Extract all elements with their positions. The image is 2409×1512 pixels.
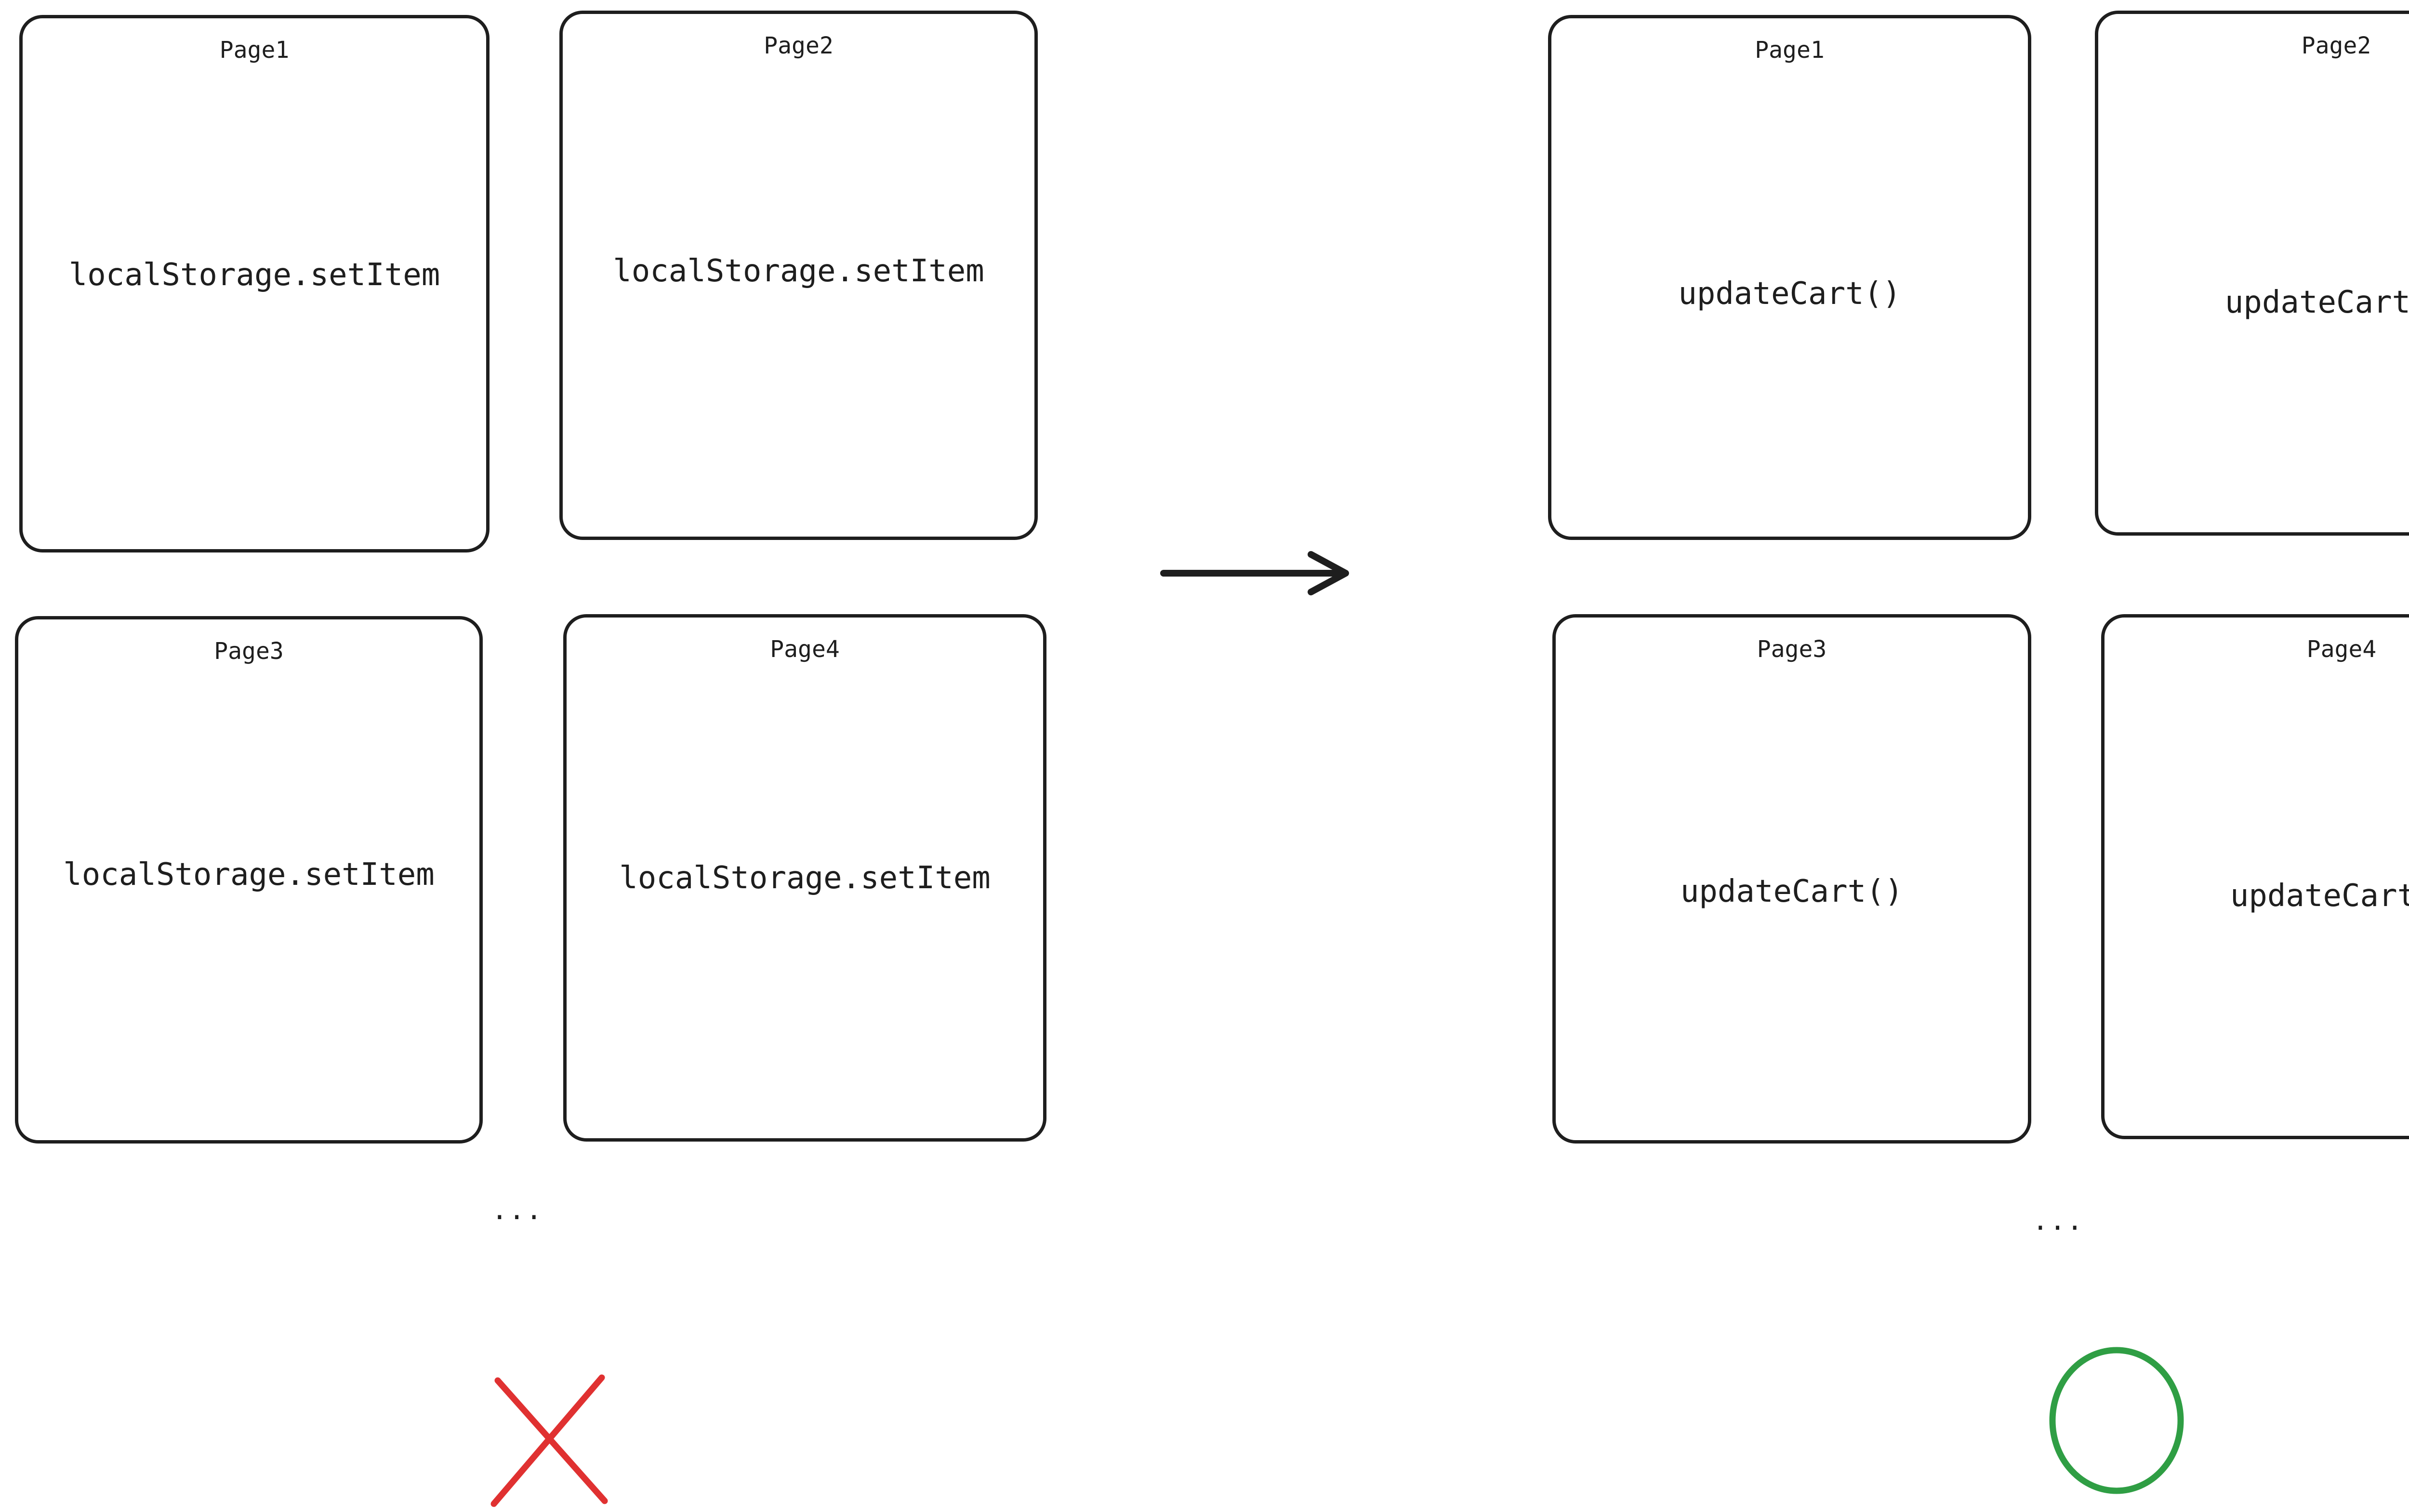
page-title: Page4 bbox=[770, 636, 840, 663]
page-card-left-2: Page2 localStorage.setItem bbox=[559, 11, 1038, 540]
page-title: Page2 bbox=[2301, 32, 2371, 59]
page-card-right-1: Page1 updateCart() bbox=[1548, 15, 2031, 540]
page-card-left-4: Page4 localStorage.setItem bbox=[563, 614, 1046, 1142]
page-title: Page4 bbox=[2306, 636, 2377, 663]
page-code: updateCart() bbox=[2230, 878, 2409, 914]
page-title: Page3 bbox=[1757, 636, 1827, 663]
page-card-right-4: Page4 updateCart() bbox=[2101, 614, 2409, 1139]
page-card-right-3: Page3 updateCart() bbox=[1552, 614, 2031, 1144]
page-code: updateCart() bbox=[2224, 285, 2409, 321]
page-title: Page2 bbox=[764, 32, 834, 59]
page-title: Page3 bbox=[214, 638, 284, 665]
page-title: Page1 bbox=[219, 37, 290, 64]
page-card-right-2: Page2 updateCart() bbox=[2095, 11, 2409, 536]
page-code: localStorage.setItem bbox=[63, 856, 435, 893]
red-cross-icon bbox=[488, 1372, 613, 1509]
right-group-ellipsis: ... bbox=[2032, 1205, 2084, 1236]
page-code: localStorage.setItem bbox=[613, 253, 984, 289]
page-card-left-1: Page1 localStorage.setItem bbox=[19, 15, 490, 552]
left-group-ellipsis: ... bbox=[491, 1195, 543, 1226]
page-code: localStorage.setItem bbox=[619, 860, 991, 896]
page-code: localStorage.setItem bbox=[68, 257, 440, 293]
page-card-left-3: Page3 localStorage.setItem bbox=[15, 616, 483, 1144]
page-title: Page1 bbox=[1755, 37, 1825, 64]
page-code: updateCart() bbox=[1680, 873, 1904, 909]
page-code: updateCart() bbox=[1678, 276, 1901, 312]
arrow-right-icon bbox=[1159, 527, 1356, 619]
green-circle-icon bbox=[2047, 1345, 2186, 1496]
